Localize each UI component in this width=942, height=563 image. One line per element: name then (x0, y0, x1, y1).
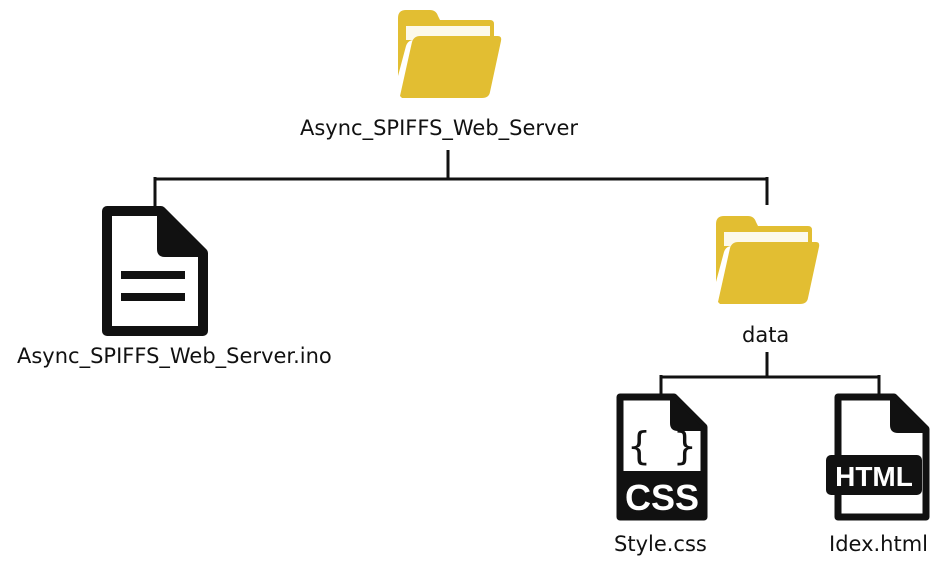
css-badge-label: CSS (625, 477, 699, 518)
document-icon[interactable] (99, 205, 211, 337)
root-connector (153, 150, 769, 208)
root-folder-icon[interactable] (394, 6, 504, 102)
data-connector (659, 352, 881, 395)
data-folder-icon[interactable] (712, 212, 822, 308)
root-folder-label: Async_SPIFFS_Web_Server (300, 116, 579, 140)
html-badge-label: HTML (835, 461, 913, 492)
html-file-label: Idex.html (829, 532, 929, 556)
ino-file-label: Async_SPIFFS_Web_Server.ino (17, 344, 332, 368)
data-folder-label: data (742, 323, 790, 347)
css-braces-glyph: { } (628, 424, 697, 468)
css-file-icon[interactable]: { } CSS (614, 393, 710, 521)
css-file-label: Style.css (614, 532, 707, 556)
html-file-icon[interactable]: HTML (822, 393, 934, 521)
